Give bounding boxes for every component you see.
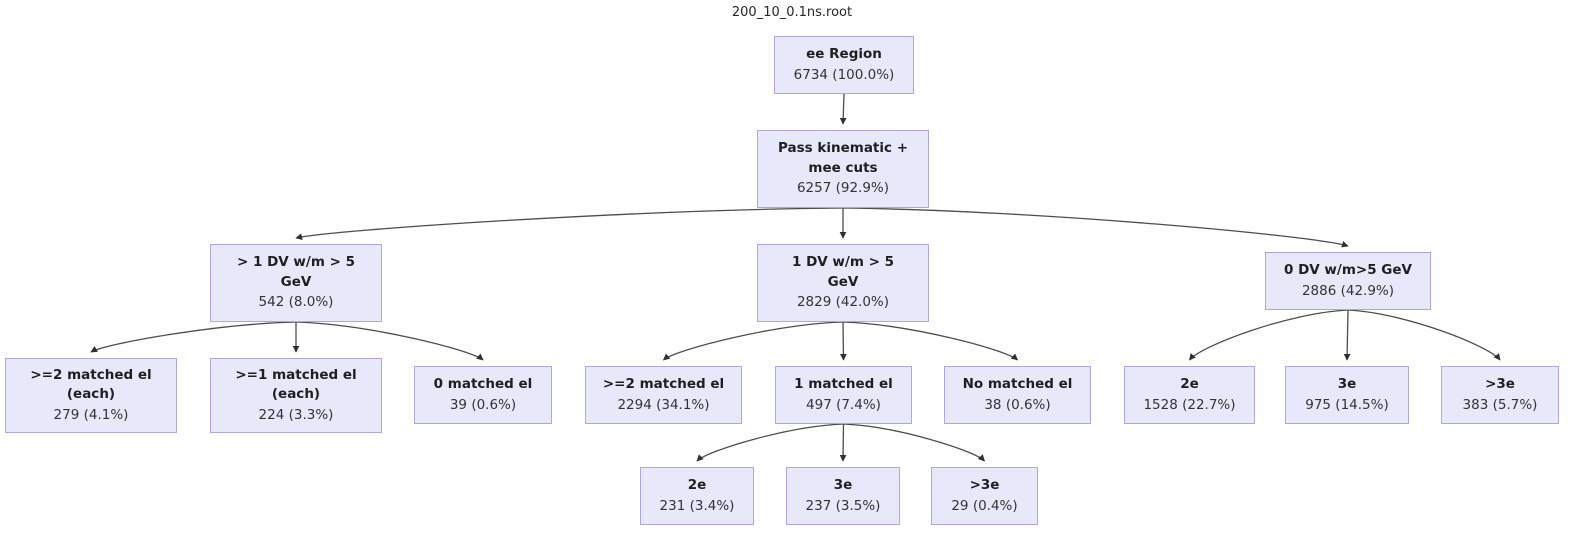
edge-kin-to-dv_gt1 [295, 207, 844, 241]
edge-one_match-to-om_2e [696, 423, 844, 462]
node-label: > 1 DV w/m > 5 GeV [236, 254, 356, 290]
chart-title: 200_10_0.1ns.root [731, 5, 853, 20]
edge-dv_gt1-to-ge2_each [90, 321, 297, 353]
node-om_2e[interactable]: 2e 231 (3.4%) [640, 467, 754, 525]
edge-dv_0-to-dv0_2e [1188, 309, 1349, 361]
node-ge1_each[interactable]: >=1 matched el (each) 224 (3.3%) [210, 358, 382, 433]
edge-one_match-to-om_gt3e [843, 423, 985, 462]
node-label: >=1 matched el (each) [235, 366, 357, 403]
node-stat: 542 (8.0%) [258, 294, 334, 311]
node-om_3e[interactable]: 3e 237 (3.5%) [786, 467, 900, 525]
edge-kin-to-dv_0 [842, 207, 1349, 248]
node-dv_1[interactable]: 1 DV w/m > 5 GeV 2829 (42.0%) [757, 244, 929, 322]
node-no_match[interactable]: No matched el 38 (0.6%) [944, 366, 1091, 424]
node-label: 1 matched el [794, 375, 893, 392]
node-stat: 6734 (100.0%) [793, 66, 895, 83]
node-stat: 237 (3.5%) [805, 497, 881, 514]
edge-dv_1-to-one_match [840, 321, 847, 361]
node-label: 1 DV w/m > 5 GeV [791, 254, 895, 290]
node-stat: 6257 (92.9%) [796, 180, 890, 197]
node-dv0_gt3e[interactable]: >3e 383 (5.7%) [1441, 366, 1559, 424]
node-label: 2e [1180, 375, 1199, 392]
node-label: 2e [687, 476, 707, 493]
node-label: No matched el [962, 375, 1073, 392]
node-stat: 2886 (42.9%) [1301, 282, 1395, 299]
node-label: 0 matched el [433, 375, 533, 392]
edge-dv_1-to-no_match [842, 321, 1019, 361]
node-label: ee Region [806, 45, 882, 62]
node-kin[interactable]: Pass kinematic + mee cuts 6257 (92.9%) [757, 130, 929, 208]
node-stat: 231 (3.4%) [659, 497, 735, 514]
node-root[interactable]: ee Region 6734 (100.0%) [774, 36, 914, 94]
edge-one_match-to-om_3e [839, 423, 847, 462]
edge-dv_gt1-to-zero_match [295, 321, 484, 361]
node-stat: 38 (0.6%) [984, 396, 1051, 413]
node-stat: 383 (5.7%) [1462, 396, 1538, 413]
node-stat: 39 (0.6%) [449, 396, 517, 413]
node-stat: 2294 (34.1%) [617, 396, 710, 413]
node-label: >3e [1485, 375, 1515, 392]
node-stat: 29 (0.4%) [951, 497, 1018, 514]
node-ge2_match[interactable]: >=2 matched el 2294 (34.1%) [585, 366, 742, 424]
node-dv0_2e[interactable]: 2e 1528 (22.7%) [1124, 366, 1255, 424]
edge-dv_0-to-dv0_gt3e [1347, 309, 1501, 361]
node-label: 3e [1337, 375, 1357, 392]
node-stat: 975 (14.5%) [1305, 396, 1389, 413]
node-stat: 2829 (42.0%) [796, 294, 890, 311]
node-zero_match[interactable]: 0 matched el 39 (0.6%) [414, 366, 552, 424]
edge-dv_1-to-ge2_match [662, 321, 844, 361]
node-dv_gt1[interactable]: > 1 DV w/m > 5 GeV 542 (8.0%) [210, 244, 382, 322]
node-label: 3e [833, 476, 853, 493]
node-label: >=2 matched el [602, 375, 725, 392]
node-ge2_each[interactable]: >=2 matched el (each) 279 (4.1%) [5, 358, 177, 433]
node-stat: 224 (3.3%) [258, 406, 334, 423]
node-label: 0 DV w/m>5 GeV [1283, 261, 1412, 278]
edge-dv_0-to-dv0_3e [1343, 309, 1351, 361]
node-one_match[interactable]: 1 matched el 497 (7.4%) [775, 366, 912, 424]
node-label: Pass kinematic + mee cuts [777, 140, 909, 176]
node-label: >=2 matched el (each) [30, 366, 152, 403]
node-stat: 497 (7.4%) [806, 396, 881, 413]
node-dv_0[interactable]: 0 DV w/m>5 GeV 2886 (42.9%) [1265, 252, 1431, 310]
node-dv0_3e[interactable]: 3e 975 (14.5%) [1285, 366, 1409, 424]
node-om_gt3e[interactable]: >3e 29 (0.4%) [931, 467, 1038, 525]
node-stat: 1528 (22.7%) [1143, 396, 1236, 413]
node-stat: 279 (4.1%) [53, 406, 129, 423]
node-label: >3e [969, 476, 1000, 493]
edge-root-to-kin [839, 93, 847, 125]
